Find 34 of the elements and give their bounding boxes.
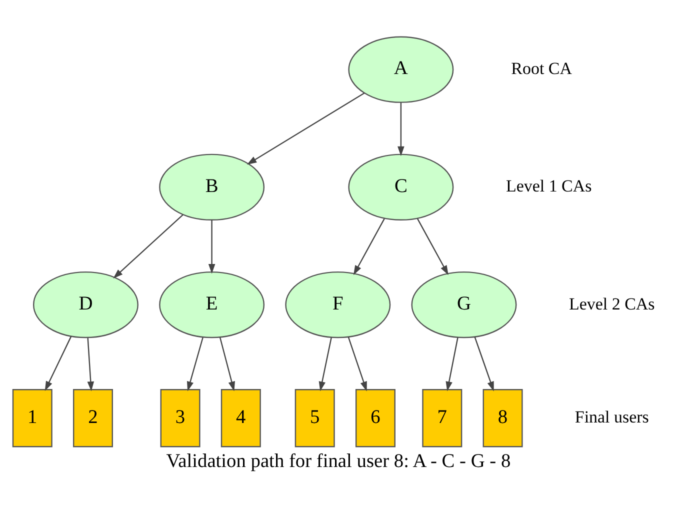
caption: Validation path for final user 8: A - C - G - 8 (166, 450, 511, 472)
node-box: 1 (12, 388, 52, 447)
arrow (474, 336, 494, 391)
node-ellipse: E (159, 270, 265, 338)
arrow (353, 218, 385, 275)
node-box: 3 (160, 388, 200, 447)
arrow (186, 336, 204, 391)
node-box: 6 (355, 388, 396, 447)
arrow (398, 102, 404, 156)
arrow (446, 336, 458, 391)
node-ellipse: A (348, 36, 454, 102)
label: Level 2 CAs (569, 294, 655, 313)
node-ellipse: D (32, 270, 138, 338)
arrow (44, 336, 72, 390)
node-box: 2 (73, 388, 113, 447)
label: Root CA (511, 58, 572, 78)
node-ellipse: C (348, 153, 454, 220)
node-box: 4 (220, 388, 261, 447)
arrow (318, 336, 332, 391)
node-box: 7 (422, 388, 462, 447)
node-ellipse: F (285, 270, 391, 338)
node-ellipse: B (159, 153, 265, 220)
arrow (113, 214, 184, 278)
node-box: 5 (294, 388, 335, 447)
node-ellipse: G (411, 270, 517, 338)
arrow (416, 218, 448, 275)
label: Final users (574, 407, 649, 426)
arrow (348, 336, 367, 391)
arrow (87, 338, 94, 391)
arrow (219, 336, 235, 391)
label: Level 1 CAs (506, 176, 592, 196)
arrow (208, 220, 216, 274)
arrow (246, 92, 365, 164)
node-box: 8 (482, 388, 523, 447)
